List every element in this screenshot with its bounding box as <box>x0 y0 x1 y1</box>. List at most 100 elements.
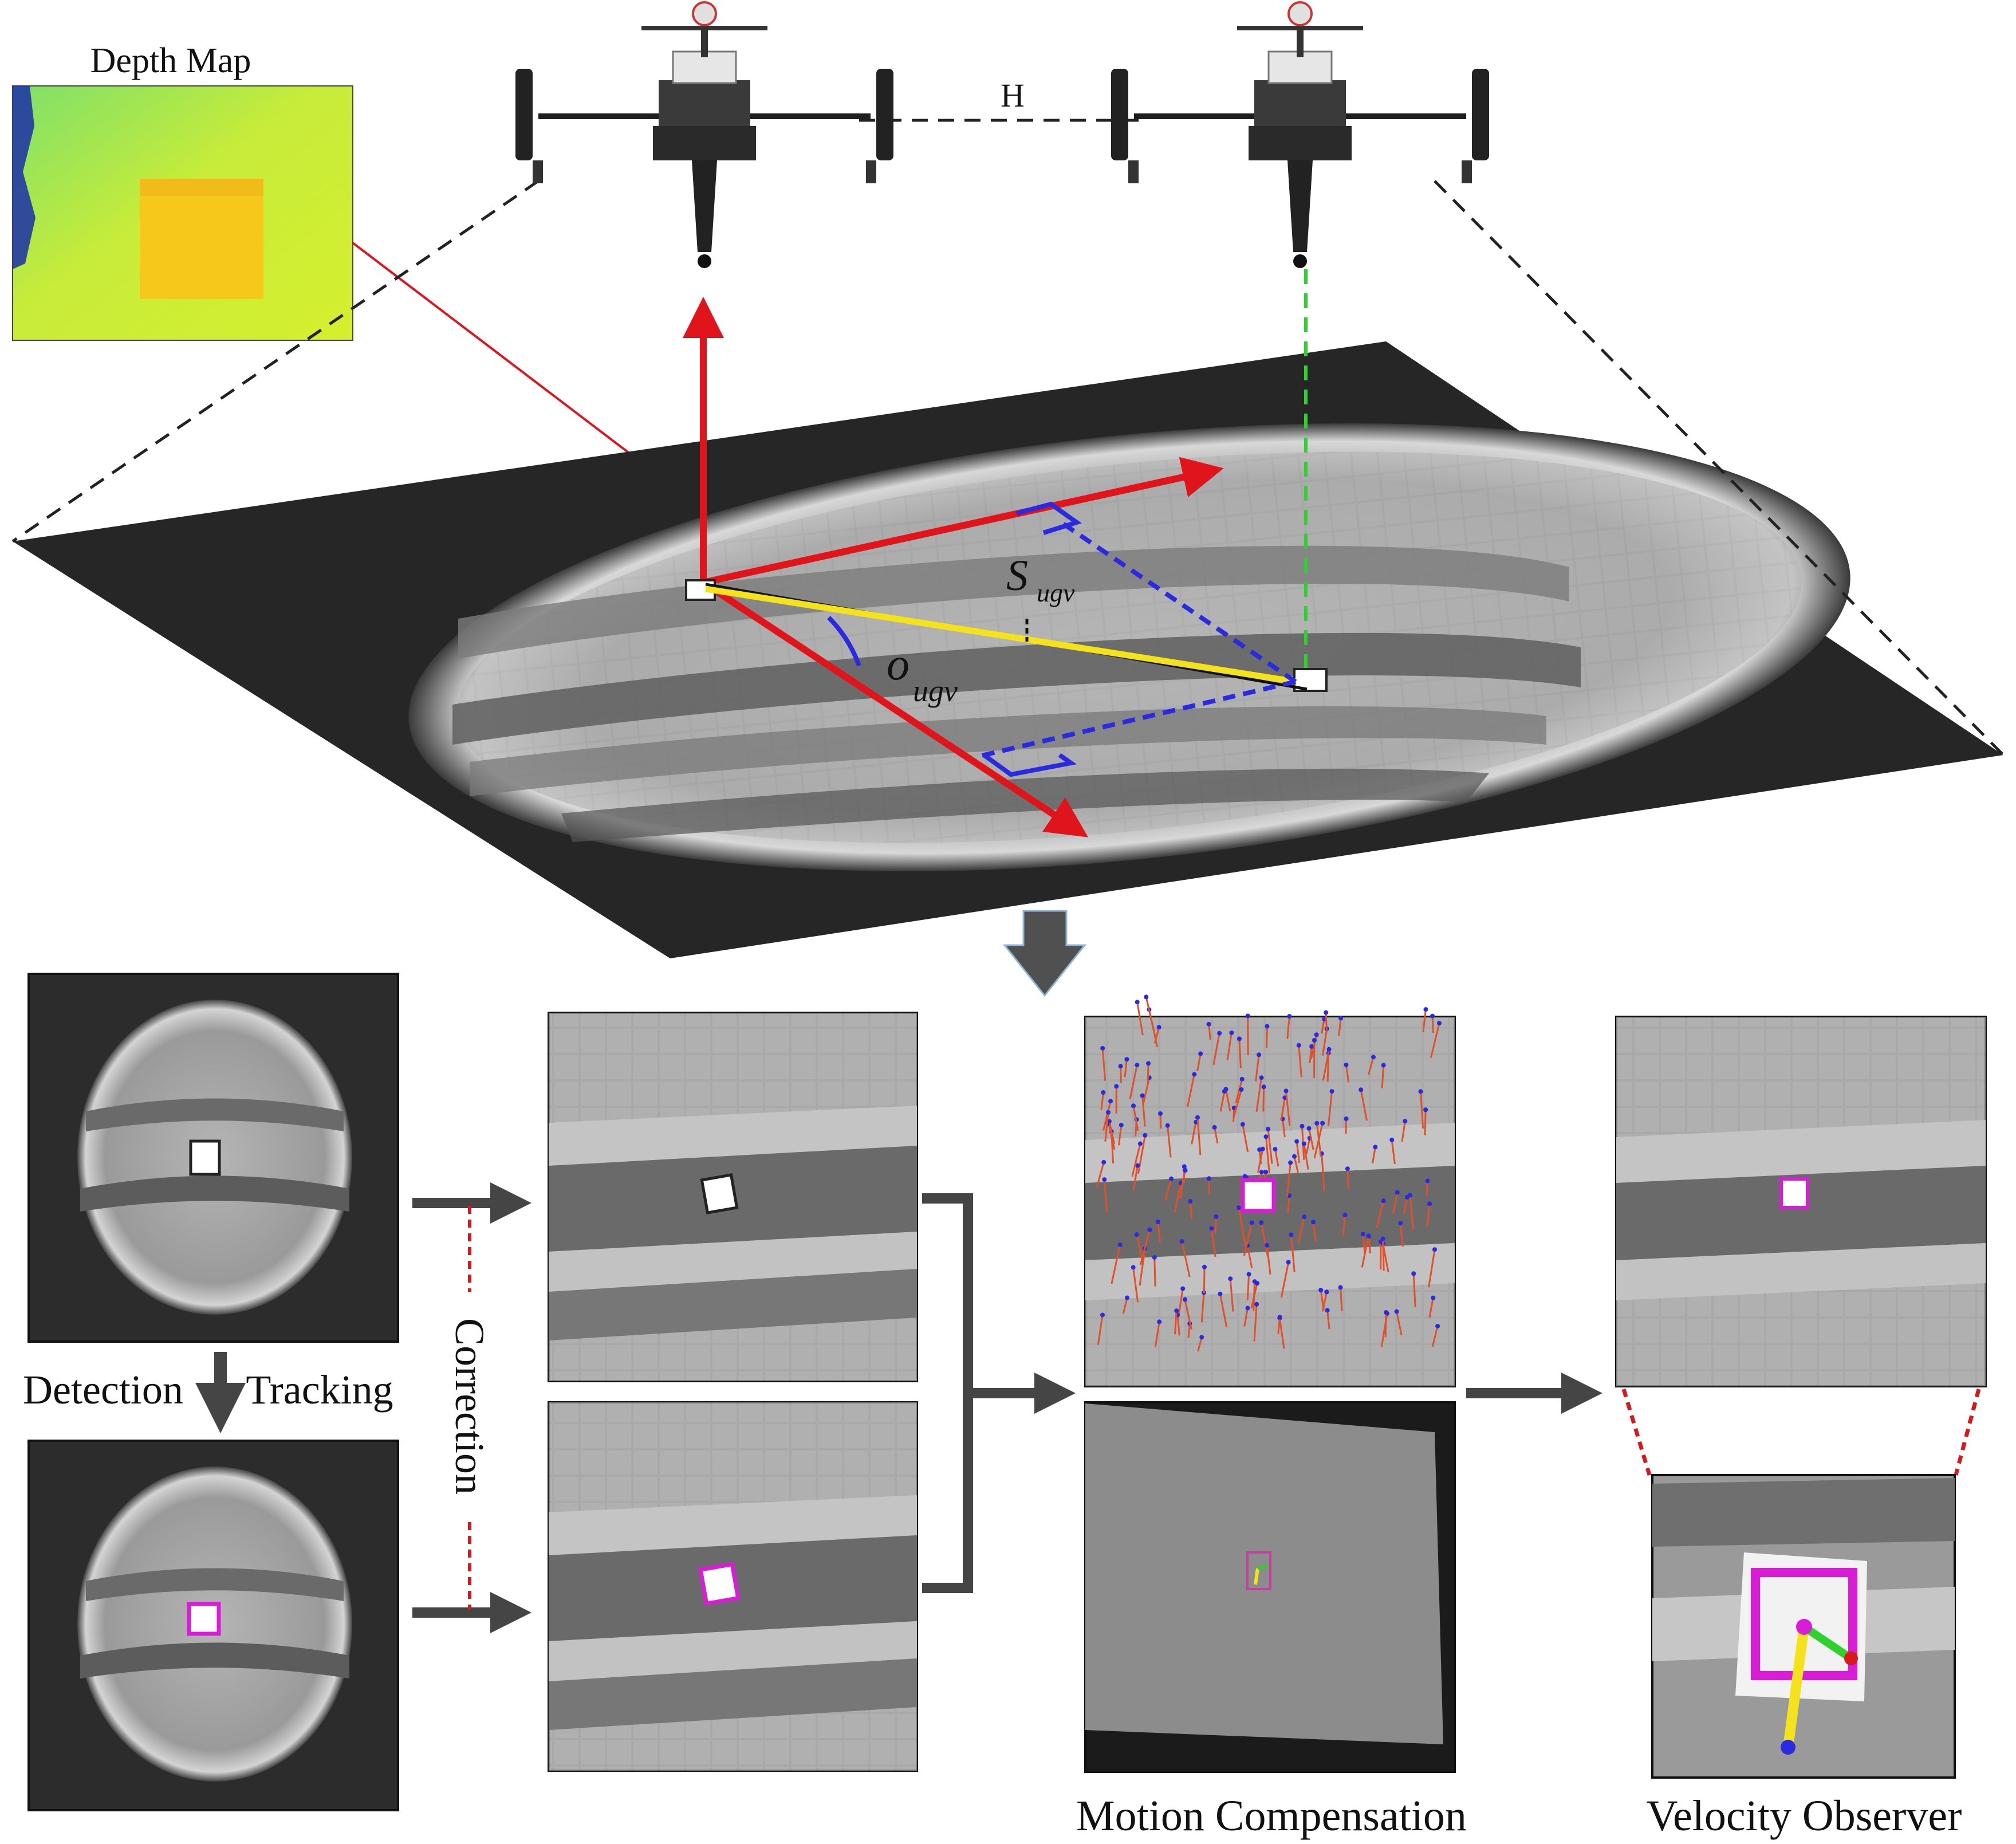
flow-vector-head <box>1344 1116 1349 1121</box>
flow-vector <box>1280 1097 1286 1121</box>
flow-vector <box>1255 1077 1263 1112</box>
flow-vector-head <box>1344 1062 1349 1067</box>
flow-vectors <box>1096 994 1442 1352</box>
flow-vector <box>1102 1100 1112 1131</box>
flow-vector-head <box>1403 1119 1408 1124</box>
flow-vector-head <box>1342 1213 1348 1218</box>
flow-vector-head <box>1425 1178 1430 1184</box>
flow-vector <box>1297 1216 1305 1244</box>
flow-vector <box>1308 1128 1314 1150</box>
flow-vector-head <box>1381 1198 1386 1204</box>
flow-vector-head <box>1314 1032 1319 1037</box>
flow-vector-head <box>1137 1141 1143 1146</box>
tracked-marker-tag <box>1241 1178 1276 1213</box>
flow-vector <box>1287 1195 1290 1213</box>
undistorted-tracking-frame <box>548 1401 918 1772</box>
velocity-observer-label: Velocity Observer <box>1647 1792 1962 1840</box>
flow-vector-head <box>1320 1120 1325 1126</box>
flow-vector-head <box>1366 1233 1371 1238</box>
flow-vector-head <box>1408 1193 1413 1198</box>
flow-vector-head <box>1114 1084 1119 1089</box>
flow-vector <box>1176 1315 1180 1336</box>
flow-vector <box>1164 1178 1172 1201</box>
flow-vector-head <box>1192 1072 1197 1077</box>
flow-vector <box>1219 1091 1226 1112</box>
flow-vector <box>1321 1153 1325 1192</box>
flow-vector-head <box>1143 1133 1148 1138</box>
depth-map-pointer-arrow <box>352 242 661 477</box>
flow-vector <box>1246 1274 1250 1300</box>
flow-vector-head <box>1389 1138 1395 1143</box>
optical-flow-frame <box>1084 994 1456 1387</box>
flow-vector <box>1132 1165 1139 1191</box>
flow-vector <box>1322 1049 1330 1081</box>
flow-vector-head <box>1108 1099 1113 1104</box>
flow-vector-head <box>1329 1089 1334 1094</box>
flow-vector <box>1290 1234 1296 1273</box>
flow-vector <box>1233 1089 1242 1119</box>
flow-vector-head <box>1260 1146 1265 1151</box>
flow-vector <box>1208 1178 1211 1195</box>
flow-vector-head <box>1124 1057 1129 1062</box>
flow-vector <box>1326 1310 1330 1330</box>
axis-x-arrow <box>702 457 1224 586</box>
flow-vector <box>1266 1245 1271 1275</box>
flow-vector-head <box>1294 1139 1300 1144</box>
flow-vector <box>1267 1129 1273 1164</box>
flow-vector <box>1381 1065 1385 1088</box>
flow-vector <box>1238 1039 1242 1068</box>
flow-vector-head <box>1156 1025 1161 1030</box>
flow-vector-head <box>1239 1076 1245 1082</box>
flow-vector <box>1145 997 1155 1033</box>
flow-vector-head <box>1263 1169 1269 1174</box>
flow-vector <box>1154 1322 1160 1348</box>
flow-vector <box>1174 1183 1182 1213</box>
flow-vector-head <box>1437 1021 1442 1026</box>
flow-vector <box>1131 1143 1141 1177</box>
velocity-observer-zoom <box>1651 1474 1956 1779</box>
flow-vector <box>1196 1117 1202 1155</box>
flow-vector <box>1255 1055 1260 1082</box>
flow-vector-head <box>1237 1205 1242 1210</box>
svg-text:o: o <box>887 639 909 690</box>
flow-vector-head <box>1324 1289 1329 1295</box>
flow-vector <box>1117 1125 1123 1146</box>
tracked-marker-tag <box>698 1562 741 1606</box>
flow-vector <box>1430 1023 1440 1058</box>
velocity-vector-y <box>1783 1626 1809 1748</box>
flow-vector-head <box>1218 1291 1223 1296</box>
flow-vector <box>1111 1244 1121 1284</box>
flow-vector <box>1345 1064 1350 1083</box>
flow-vector <box>1257 1149 1264 1173</box>
flow-vector <box>1327 1091 1333 1126</box>
flow-vector <box>1285 1091 1291 1126</box>
flow-vector-head <box>1257 1052 1262 1057</box>
flow-vector-head <box>1119 1123 1124 1128</box>
flow-vector-head <box>1423 1107 1428 1112</box>
flow-vector <box>1108 1121 1116 1145</box>
flow-vector <box>1265 1137 1270 1174</box>
flow-vector <box>1431 1326 1439 1347</box>
compensated-frame <box>1084 1401 1456 1773</box>
flow-vector-head <box>1206 1021 1211 1027</box>
flow-vector <box>1200 1292 1205 1323</box>
flow-vector <box>1321 1019 1325 1034</box>
flow-vector-head <box>1266 1126 1271 1131</box>
motion-compensation-label: Motion Compensation <box>1076 1792 1467 1840</box>
detection-label: Detection <box>23 1367 183 1413</box>
flow-vector <box>1137 1135 1146 1174</box>
flow-vector-head <box>1202 1264 1207 1269</box>
flow-vector-head <box>1427 1201 1432 1206</box>
flow-vector <box>1362 1234 1366 1254</box>
flow-vector-head <box>1292 1154 1297 1159</box>
flow-vector <box>1197 1337 1203 1352</box>
flow-vector-head <box>1309 1044 1314 1049</box>
flow-vector <box>1367 1056 1375 1075</box>
depth-map-target-region <box>140 179 263 299</box>
flow-vector-head <box>1318 1287 1324 1292</box>
flow-vector <box>1346 1169 1349 1189</box>
flow-vector <box>1225 1089 1231 1112</box>
flow-vector <box>1132 1106 1139 1131</box>
flow-vector-head <box>1209 1226 1214 1231</box>
height-label: H <box>1001 77 1025 114</box>
